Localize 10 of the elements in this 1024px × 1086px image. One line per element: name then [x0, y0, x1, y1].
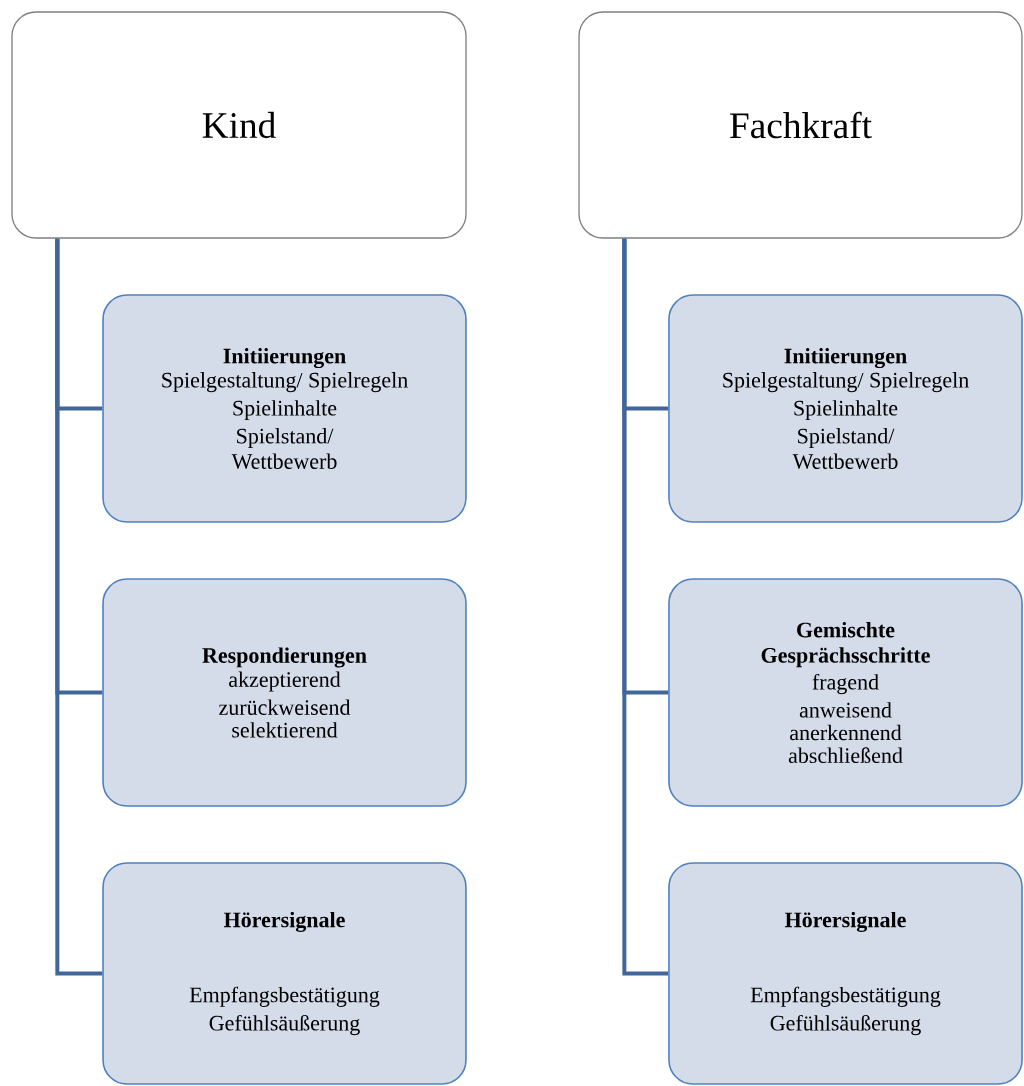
group-box: Hörersignale Empfangsbestätigung Gefühlsäußerung	[668, 862, 1023, 1085]
group-box: Initiierungen Spielgestaltung/ Spielregeln Spielinhalte Spielstand/ Wettbewerb	[668, 294, 1023, 523]
group-box: Initiierungen Spielgestaltung/ Spielregeln Spielinhalte Spielstand/ Wettbewerb	[102, 294, 467, 523]
category-box: Kind	[11, 11, 467, 239]
connector	[622, 238, 669, 976]
category-box: Fachkraft	[578, 11, 1023, 239]
group-box: Gemischte Gesprächsschritte fragend anweisend anerkennend abschließend	[668, 578, 1023, 807]
connector	[55, 238, 103, 976]
group-box: Respondierungen akzeptierend zurückweisend selektierend	[102, 578, 467, 807]
group-box: Hörersignale Empfangsbestätigung Gefühlsäußerung	[102, 862, 467, 1085]
